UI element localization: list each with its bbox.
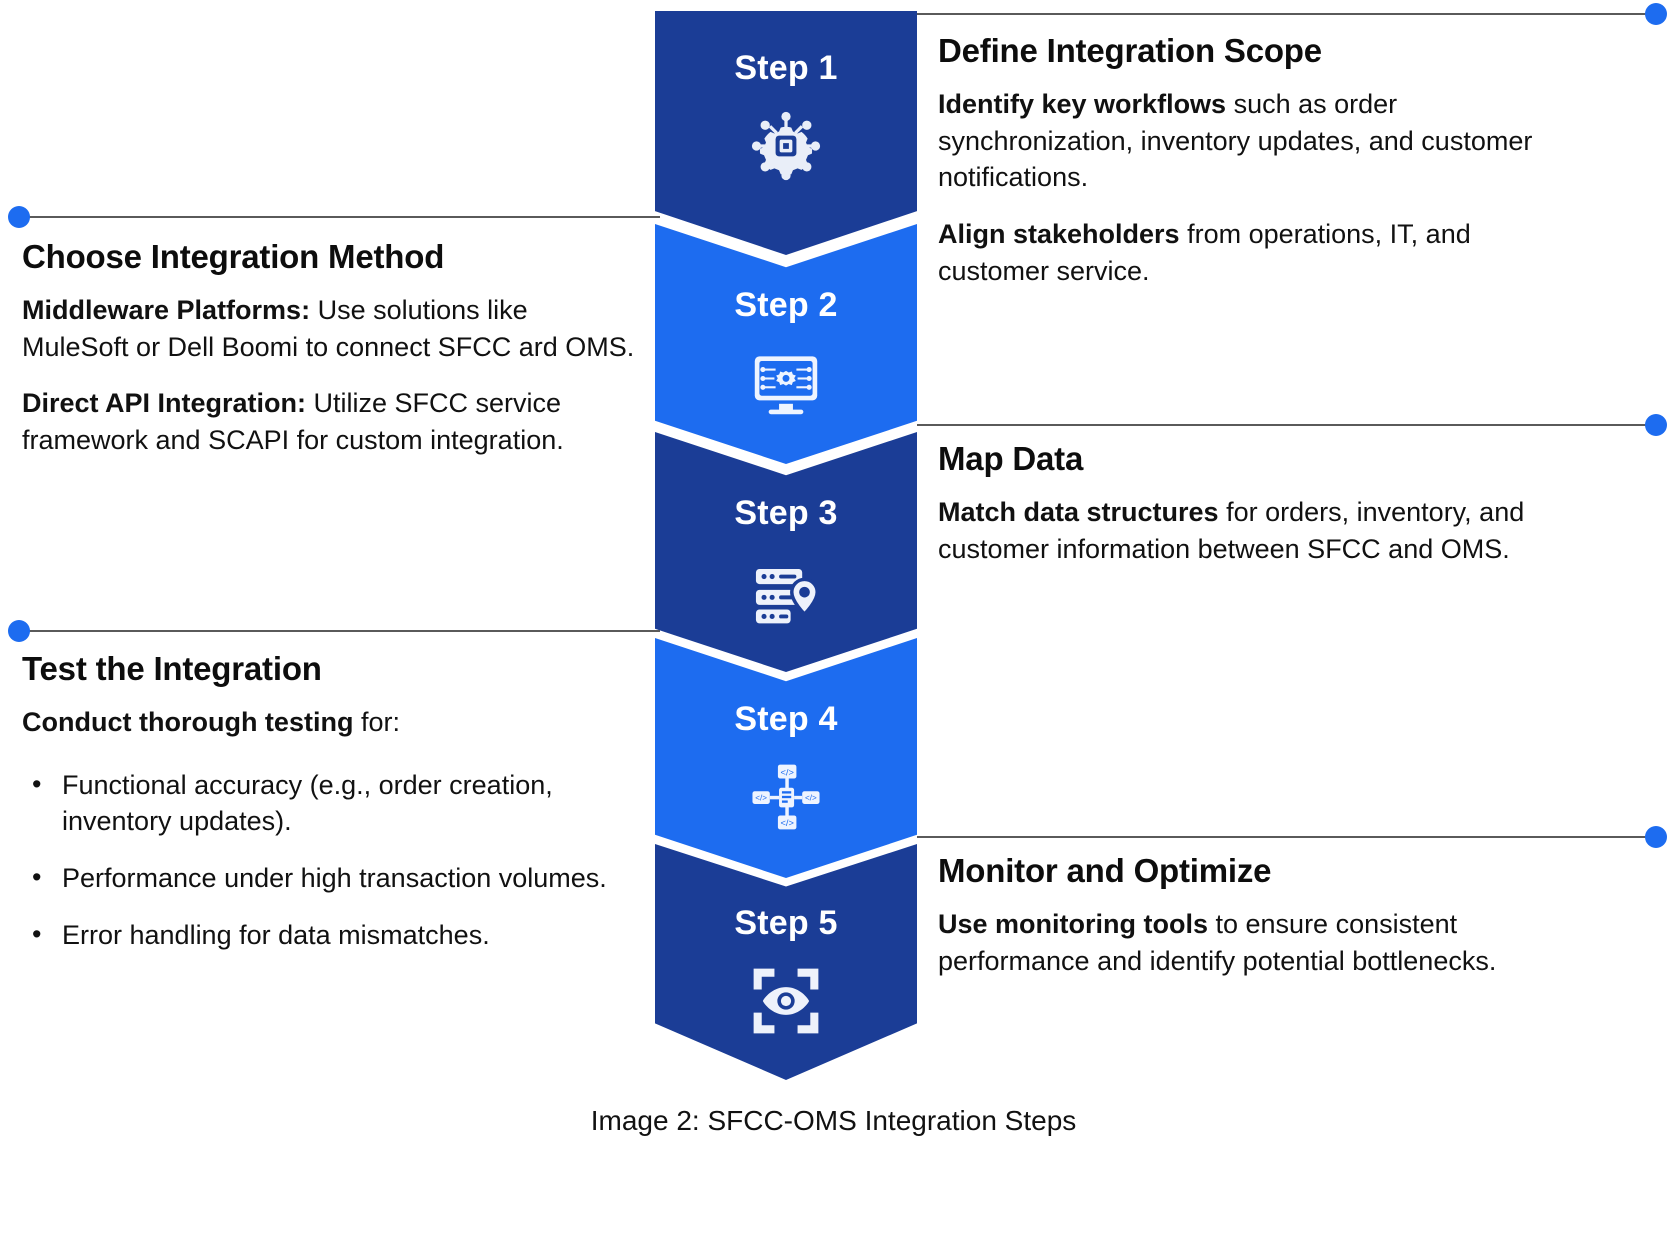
connector-dot-step4 xyxy=(8,620,30,642)
panel-bold-1-1: Identify key workflows xyxy=(938,88,1227,119)
monitor-gear-network-icon xyxy=(655,348,917,418)
step-label-1: Step 1 xyxy=(734,49,838,87)
connector-dot-step5 xyxy=(1645,826,1667,848)
list-item: • Error handling for data mismatches. xyxy=(22,917,636,954)
bullet-dot-icon: • xyxy=(32,862,42,893)
connector-rail-step5 xyxy=(917,836,1657,838)
panel-define-integration-scope: Define Integration Scope Identify key wo… xyxy=(938,32,1563,310)
panel-text-1-2: from operations, IT, and customer servic… xyxy=(938,219,1471,286)
panel-map-data: Map Data Match data structures for order… xyxy=(938,440,1538,587)
panel-bold-2-1: Middleware Platforms: xyxy=(22,294,311,325)
panel-heading-2: Choose Integration Method xyxy=(22,238,445,275)
panel-bold-5-1: Use monitoring tools xyxy=(938,908,1208,939)
svg-text:</>: </> xyxy=(780,818,793,828)
connector-dot-step3 xyxy=(1645,414,1667,436)
panel-paragraph-4-1: Conduct thorough testing for: xyxy=(22,704,636,741)
panel-text-1-1: such as order synchronization, inventory… xyxy=(938,88,1533,193)
step-chevron-column: Step 1 xyxy=(655,0,917,1080)
panel-text-2-2: Utilize SFCC service framework and SCAPI… xyxy=(22,388,564,456)
panel-paragraph-3-1: Match data structures for orders, invent… xyxy=(938,494,1538,567)
connector-dot-step1 xyxy=(1645,3,1667,25)
panel-paragraph-2-1: Middleware Platforms: Use solutions like… xyxy=(22,292,636,365)
panel-bold-1-2: Align stakeholders xyxy=(938,219,1180,250)
chevron-step-5[interactable]: Step 5 xyxy=(655,844,917,1080)
list-item: • Functional accuracy (e.g., order creati… xyxy=(22,767,636,840)
panel-bold-2-2: Direct API Integration: xyxy=(22,388,307,419)
server-location-pin-icon xyxy=(655,556,917,626)
connector-rail-step3 xyxy=(917,424,1657,426)
panel-paragraph-1-1: Identify key workflows such as order syn… xyxy=(938,86,1563,196)
panel-text-3-1: for orders, inventory, and customer info… xyxy=(938,496,1525,564)
step-label-4: Step 4 xyxy=(734,700,838,738)
connector-rail-step1 xyxy=(917,13,1657,15)
bullet-dot-icon: • xyxy=(32,768,42,799)
panel-choose-integration-method: Choose Integration Method Middleware Pla… xyxy=(22,238,636,479)
panel-test-the-integration: Test the Integration Conduct thorough te… xyxy=(22,650,636,974)
panel-paragraph-5-1: Use monitoring tools to ensure consisten… xyxy=(938,906,1558,979)
panel-paragraph-1-2: Align stakeholders from operations, IT, … xyxy=(938,216,1563,289)
panel-text-4-1: for: xyxy=(353,706,400,737)
eye-monitor-scan-icon xyxy=(655,966,917,1036)
connector-dot-step2 xyxy=(8,206,30,228)
list-item: • Performance under high transaction volu… xyxy=(22,860,636,897)
svg-text:</>: </> xyxy=(805,793,817,802)
list-item-text: Performance under high transaction volum… xyxy=(62,863,607,894)
figure-caption: Image 2: SFCC-OMS Integration Steps xyxy=(590,1105,1077,1136)
panel-heading-4: Test the Integration xyxy=(22,650,322,687)
gear-chip-network-icon xyxy=(655,111,917,181)
code-nodes-test-icon: </> </> </> </> xyxy=(655,762,917,832)
svg-text:</>: </> xyxy=(780,767,793,777)
panel-text-2-1: Use solutions like MuleSoft or Dell Boom… xyxy=(22,294,635,362)
chevron-step-1[interactable]: Step 1 xyxy=(655,11,917,255)
panel-bullet-list-4: • Functional accuracy (e.g., order creati… xyxy=(22,767,636,954)
bullet-dot-icon: • xyxy=(32,918,42,949)
step-label-5: Step 5 xyxy=(734,904,838,942)
step-label-3: Step 3 xyxy=(734,494,838,532)
panel-heading-1: Define Integration Scope xyxy=(938,32,1322,69)
panel-heading-5: Monitor and Optimize xyxy=(938,852,1272,889)
panel-heading-3: Map Data xyxy=(938,440,1084,477)
panel-paragraph-2-2: Direct API Integration: Utilize SFCC ser… xyxy=(22,385,636,458)
svg-text:</>: </> xyxy=(755,793,767,802)
list-item-text: Functional accuracy (e.g., order creatio… xyxy=(62,769,553,837)
chevron-step-3[interactable]: Step 3 xyxy=(655,432,917,672)
panel-text-5-1: to ensure consistent performance and ide… xyxy=(938,908,1497,976)
list-item-text: Error handling for data mismatches. xyxy=(62,919,490,950)
panel-bold-4-1: Conduct thorough testing xyxy=(22,706,354,737)
connector-rail-step4 xyxy=(20,630,660,632)
chevron-step-4[interactable]: Step 4 </> </> </> </> xyxy=(655,638,917,878)
panel-monitor-and-optimize: Monitor and Optimize Use monitoring tool… xyxy=(938,852,1558,999)
step-label-2: Step 2 xyxy=(734,286,838,324)
panel-bold-3-1: Match data structures xyxy=(938,496,1219,527)
connector-rail-step2 xyxy=(20,216,660,218)
chevron-step-2[interactable]: Step 2 xyxy=(655,224,917,464)
